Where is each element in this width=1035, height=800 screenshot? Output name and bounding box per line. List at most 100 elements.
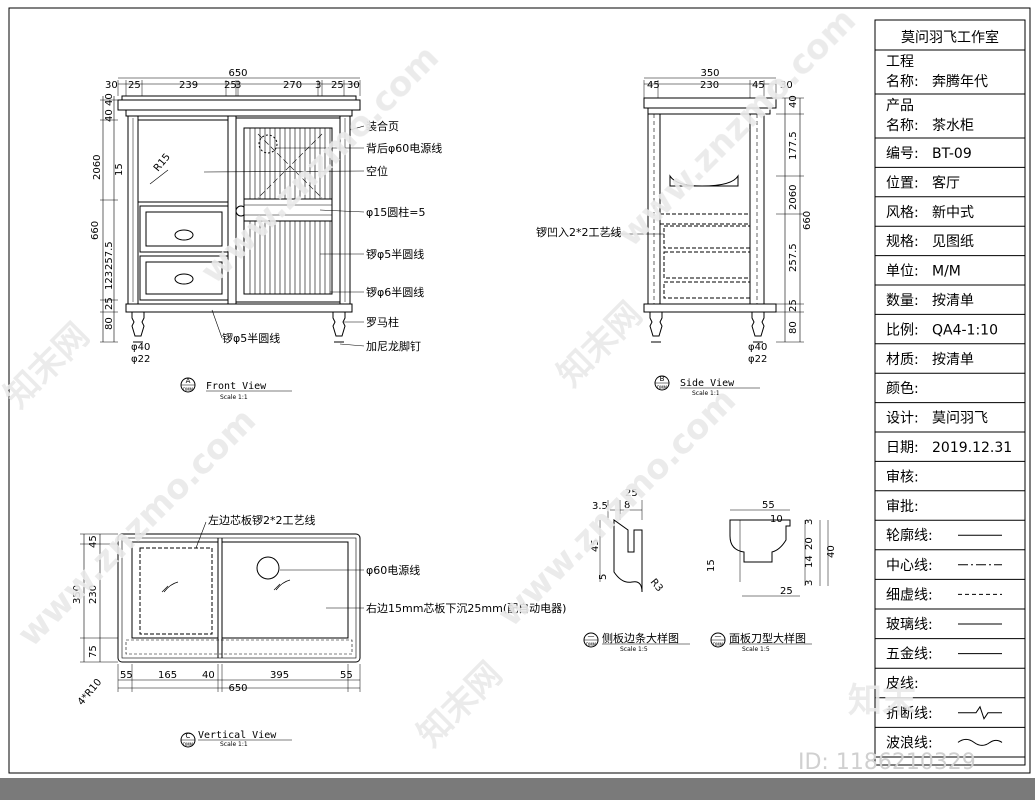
svg-text:DMM: DMM [586,642,597,647]
callout-note: φ60电源线 [366,563,420,577]
power-hole [258,134,278,154]
dimension-label: 55 [120,670,133,681]
svg-text:—: — [588,632,595,640]
line-type-label: 皮线: [886,676,919,692]
dimension-label: 45 [752,80,765,91]
dimension-label: 30 [347,80,360,91]
detail-1-title: 侧板边条大样图 [602,631,679,645]
svg-text:—: — [715,632,722,640]
dimension-label: 40 [202,670,215,681]
svg-text:DMM: DMM [183,742,194,747]
dimension-label: 3 [235,80,241,91]
svg-text:10: 10 [770,514,783,525]
svg-text:3.5: 3.5 [592,501,608,512]
top-view-caption: Vertical View [198,730,277,741]
id-label: ID: 1186210329 [798,750,976,775]
side-overall-width: 350 [700,68,719,79]
dimension-label: 25 [224,80,237,91]
detail-panel-edge: 55 10 3 20 14 3 40 15 25 — DMM 面板刀型大样图 S… [706,500,837,653]
title-block-value: M/M [932,264,961,280]
dimension-label: 257.5 [788,243,799,272]
title-block-label: 颜色: [886,380,919,397]
line-type-label: 玻璃线: [886,616,933,633]
right-core-panel [221,541,349,639]
callout-note: 背后φ60电源线 [366,141,442,155]
dimension-label: 15 [114,163,125,176]
svg-text:3: 3 [804,519,815,525]
watermark-text: 知末网 [0,315,97,415]
wave-line-sample [957,738,1003,746]
open-niche [137,119,229,203]
svg-text:3: 3 [804,580,815,586]
svg-text:15: 15 [706,559,717,572]
title-block-label: 数量: [886,293,919,309]
title-block-value: 见图纸 [932,234,974,250]
detail-2-title: 面板刀型大样图 [729,631,806,645]
title-block-label: 材质: [886,352,919,368]
svg-text:5: 5 [598,574,609,580]
studio-name: 莫问羽飞工作室 [901,29,999,46]
title-block-value: 莫问羽飞 [932,411,988,427]
front-right-leg [332,311,346,337]
dimension-label: 230 [700,80,719,91]
leg-diameter-22: φ22 [131,354,150,365]
svg-text:φ40: φ40 [748,342,767,353]
dimension-label: 239 [179,80,198,91]
title-block-value: QA4-1:10 [932,322,998,338]
watermark-text: 知末网 [410,654,510,754]
dimension-label: 395 [270,670,289,681]
title-block-label: 产品 [886,98,914,114]
title-block-label: 规格: [886,234,919,250]
line-type-label: 中心线: [886,558,933,574]
line-type-label: 细虚线: [886,587,933,603]
dimension-label: 660 [802,211,813,230]
dimension-label: 40 [104,109,115,122]
svg-text:25: 25 [625,488,638,499]
title-block-frame [874,19,1026,766]
sheet-border [8,7,1031,774]
bottom-bar [0,778,1035,800]
leg-diameter-40: φ40 [131,342,150,353]
front-view-caption: Front View [206,381,267,392]
line-type-label: 轮廓线: [886,527,933,544]
title-block-label: 名称: [886,118,919,134]
panel-edge-profile [729,519,791,563]
title-block-label: 编号: [886,146,919,162]
radius-label: R15 [152,152,173,174]
title-block-label: 位置: [886,175,919,191]
title-block-label: 名称: [886,74,919,90]
title-block-label: 审核: [886,469,919,485]
callout-note: 锣φ6半圆线 [366,285,424,299]
side-niche-curve [669,174,739,187]
title-block-value: 奔腾年代 [932,73,988,90]
svg-text:Scale 1:5: Scale 1:5 [620,646,648,653]
lattice-door [235,117,341,303]
dimension-label: 2060 [788,185,799,210]
dimension-label: 123 [104,271,115,290]
dimension-label: 25 [788,299,799,312]
dimension-label: 75 [88,645,99,658]
watermark-text: www.znzmo.com [10,401,264,655]
front-view-scale: Scale 1:1 [220,394,248,401]
dimension-label: 165 [158,670,177,681]
side-right-leg [751,311,765,337]
svg-text:40: 40 [826,545,837,558]
title-block-label: 单位: [886,264,919,280]
svg-text:DMM: DMM [183,387,194,392]
title-block-label: 比例: [886,322,919,338]
svg-text:DMM: DMM [657,385,668,390]
watermark-text: www.znzmo.com [490,381,744,635]
svg-text:8: 8 [624,500,630,511]
dimension-label: 270 [283,80,302,91]
left-core-panel [131,541,219,639]
title-block-label: 工程 [886,54,914,70]
dimension-label: 2060 [92,155,103,180]
front-top-slab [117,99,361,111]
side-groove-note: 锣凹入2*2工艺线 [536,225,622,239]
dimension-label: 177.5 [788,131,799,160]
title-block-value: 茶水柜 [932,118,974,134]
